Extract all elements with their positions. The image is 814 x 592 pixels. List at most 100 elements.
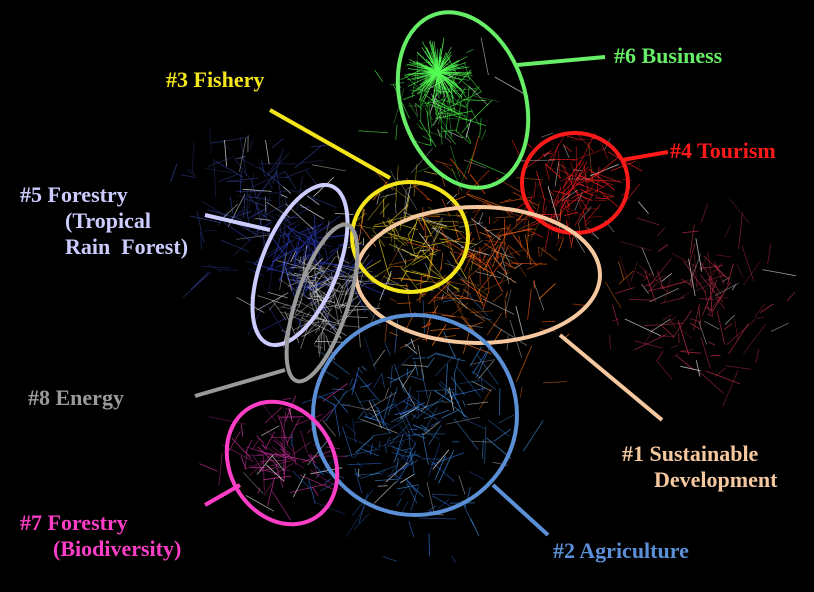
network-edge: [373, 225, 389, 228]
network-edge: [189, 215, 222, 224]
network-edge: [404, 258, 407, 267]
network-edge: [372, 411, 380, 417]
network-edge: [398, 424, 417, 445]
network-edge: [359, 385, 370, 388]
network-edge: [459, 379, 481, 385]
network-edge: [231, 437, 252, 459]
network-edge: [614, 287, 635, 294]
network-edge: [322, 383, 348, 402]
network-edge: [499, 269, 509, 285]
network-edge: [346, 436, 381, 451]
network-edge: [408, 102, 419, 118]
network-edge: [704, 291, 711, 317]
network-edge: [312, 215, 341, 237]
network-edge: [271, 455, 285, 472]
network-edge: [296, 176, 304, 211]
network-edge: [272, 147, 284, 184]
network-edge: [238, 224, 262, 238]
network-edge: [199, 463, 218, 472]
network-edge: [657, 244, 668, 252]
network-edge: [589, 172, 598, 193]
network-edge: [433, 97, 462, 117]
network-edge: [442, 163, 456, 174]
network-edge: [427, 280, 452, 305]
network-edge: [308, 278, 337, 296]
network-edge: [465, 86, 478, 108]
network-edge: [246, 454, 265, 457]
network-edge: [398, 277, 438, 284]
network-edge: [527, 289, 532, 320]
network-edge: [625, 183, 641, 202]
network-edge: [576, 183, 585, 186]
network-edge: [218, 453, 223, 486]
network-edge: [474, 314, 492, 321]
network-edge: [239, 137, 247, 177]
network-edge: [583, 190, 591, 194]
network-edge: [504, 261, 517, 270]
network-edge: [424, 171, 438, 175]
network-edge: [484, 425, 487, 464]
network-edge: [307, 241, 326, 250]
network-edge: [390, 445, 422, 458]
network-edge: [433, 296, 437, 315]
network-edge: [264, 406, 283, 424]
network-edge: [397, 235, 409, 246]
network-edge: [451, 391, 465, 418]
network-edge: [255, 218, 271, 221]
network-edge: [170, 163, 178, 183]
network-edge: [394, 349, 419, 371]
network-edge: [458, 278, 488, 290]
network-edge: [313, 294, 333, 302]
network-edge: [276, 169, 282, 199]
network-edge: [722, 370, 739, 408]
network-edge: [261, 159, 265, 177]
network-edge: [558, 237, 565, 252]
network-edge: [650, 318, 671, 333]
network-edge: [280, 416, 283, 441]
network-edge: [618, 261, 625, 280]
label-cluster-8: #8 Energy: [28, 385, 124, 411]
network-edge: [492, 219, 499, 224]
network-edge: [227, 180, 245, 183]
network-edge: [308, 278, 330, 300]
network-edge: [389, 220, 392, 242]
network-edge: [413, 218, 447, 227]
network-edge: [314, 317, 343, 325]
network-edge: [695, 238, 703, 272]
network-edge: [464, 62, 470, 81]
network-edge: [422, 135, 434, 143]
network-edge: [373, 481, 397, 504]
network-edge: [504, 243, 527, 277]
leader-7: [204, 483, 241, 507]
network-edge: [395, 124, 398, 140]
network-edge: [364, 415, 391, 426]
network-edge: [288, 407, 293, 423]
network-edge: [300, 221, 324, 249]
network-edge: [261, 425, 280, 436]
network-edge: [573, 188, 590, 212]
network-edge: [268, 245, 286, 258]
network-edge: [503, 264, 514, 268]
network-edge: [355, 372, 380, 402]
network-edge: [493, 428, 512, 442]
network-edge: [298, 236, 333, 248]
network-edge: [391, 452, 411, 458]
network-edge: [420, 368, 428, 398]
label-line: Development: [654, 467, 778, 492]
network-edge: [425, 221, 438, 230]
network-edge: [414, 140, 428, 146]
network-edge: [245, 465, 258, 469]
network-edge: [385, 462, 409, 483]
network-edge: [350, 378, 358, 391]
network-edge: [519, 386, 523, 398]
network-edge: [688, 243, 696, 266]
network-edge: [432, 290, 459, 303]
network-edge: [587, 156, 620, 183]
network-edge: [715, 296, 728, 299]
network-edge: [282, 230, 291, 266]
network-edge: [491, 254, 506, 271]
network-edge: [493, 257, 508, 275]
network-edge: [379, 203, 390, 215]
network-edge: [378, 438, 411, 447]
network-edge: [257, 446, 281, 469]
